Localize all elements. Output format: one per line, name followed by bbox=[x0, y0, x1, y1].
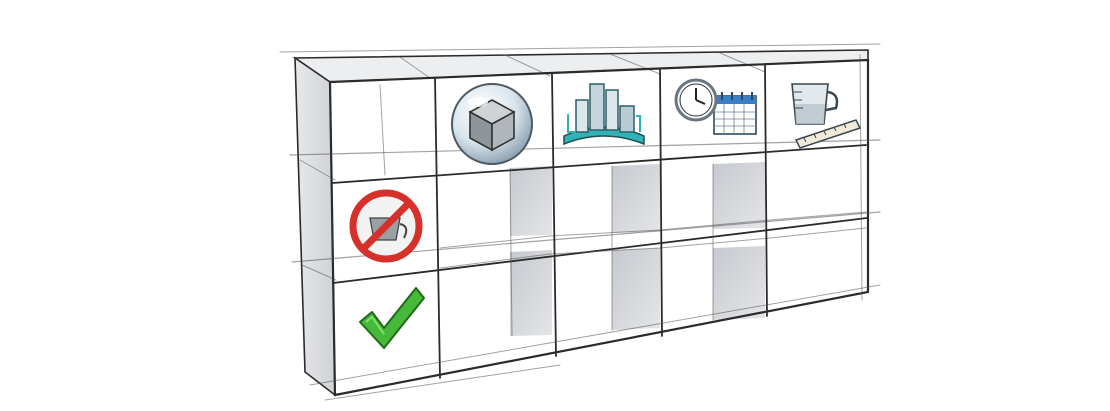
clock-calendar-icon bbox=[674, 78, 757, 135]
shelf-top bbox=[292, 49, 869, 83]
checkmark-icon bbox=[359, 287, 425, 349]
back-recesses bbox=[510, 162, 765, 336]
sphere-cube-icon bbox=[451, 83, 533, 165]
shelf-front-frame bbox=[328, 58, 870, 397]
city-buildings-icon bbox=[563, 83, 645, 146]
shelf-left-side bbox=[294, 56, 336, 397]
forbidden-sign-icon bbox=[349, 189, 423, 263]
measuring-cup-ruler-icon bbox=[791, 83, 862, 149]
calendar-icon bbox=[713, 92, 757, 135]
clock-icon bbox=[674, 78, 718, 122]
